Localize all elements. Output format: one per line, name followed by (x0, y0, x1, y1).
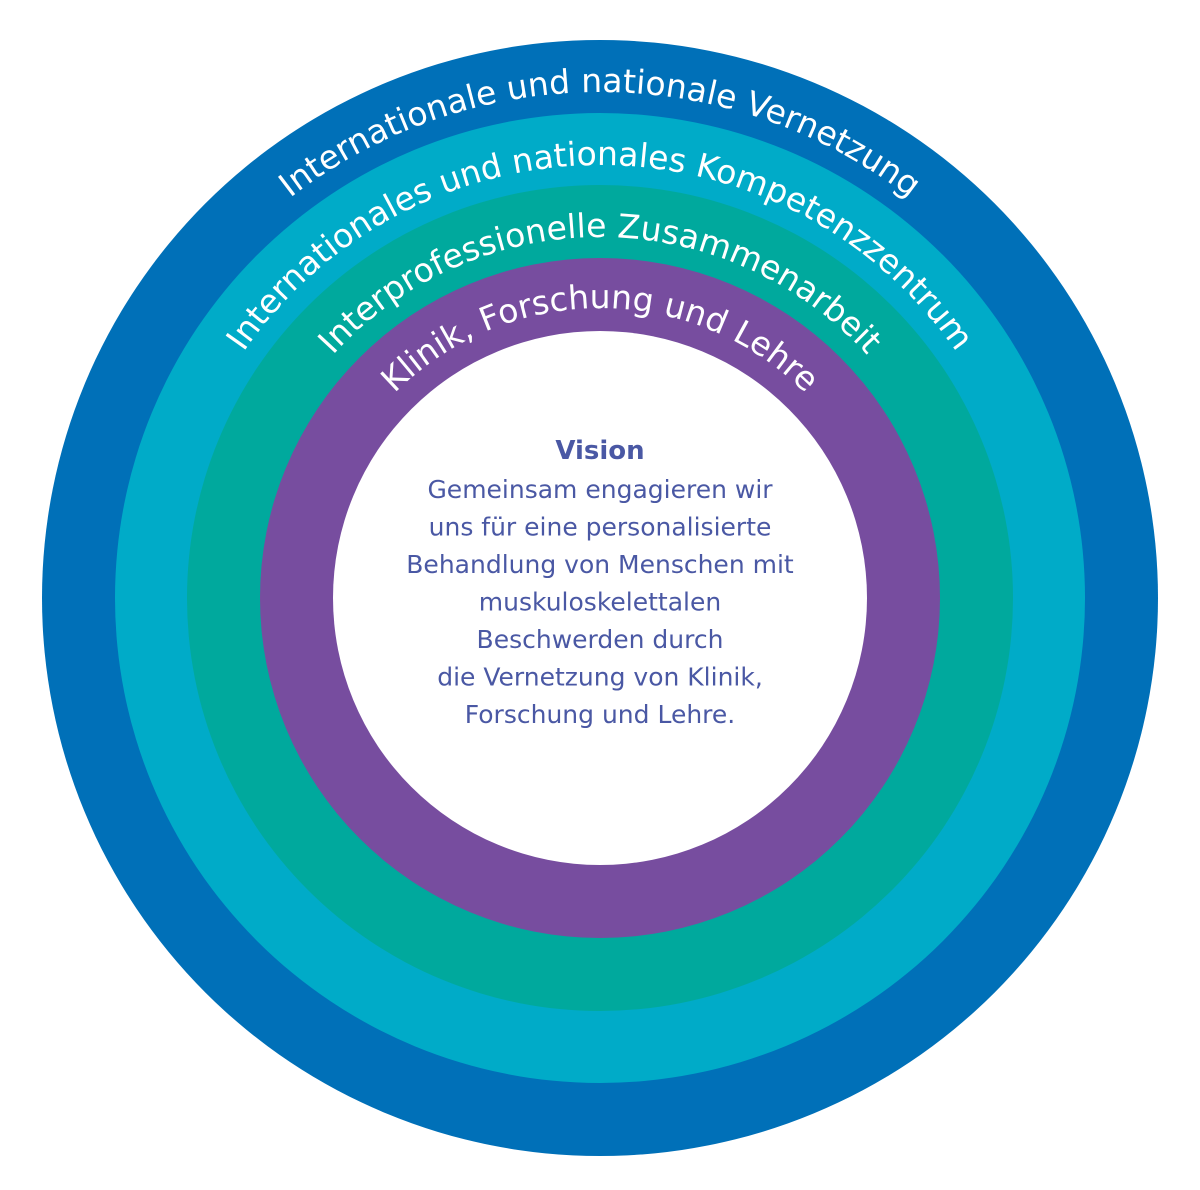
vision-text-line: die Vernetzung von Klinik, (437, 663, 763, 692)
vision-text-line: Beschwerden durch (477, 625, 724, 654)
vision-center (333, 331, 867, 865)
vision-text-line: Gemeinsam engagieren wir (427, 475, 773, 504)
vision-title: Vision (555, 436, 644, 466)
vision-text-line: Behandlung von Menschen mit (406, 550, 794, 579)
vision-text-line: Forschung und Lehre. (465, 700, 735, 729)
vision-text-line: muskuloskelettalen (479, 588, 721, 617)
vision-text-line: uns für eine personalisierte (429, 513, 772, 542)
